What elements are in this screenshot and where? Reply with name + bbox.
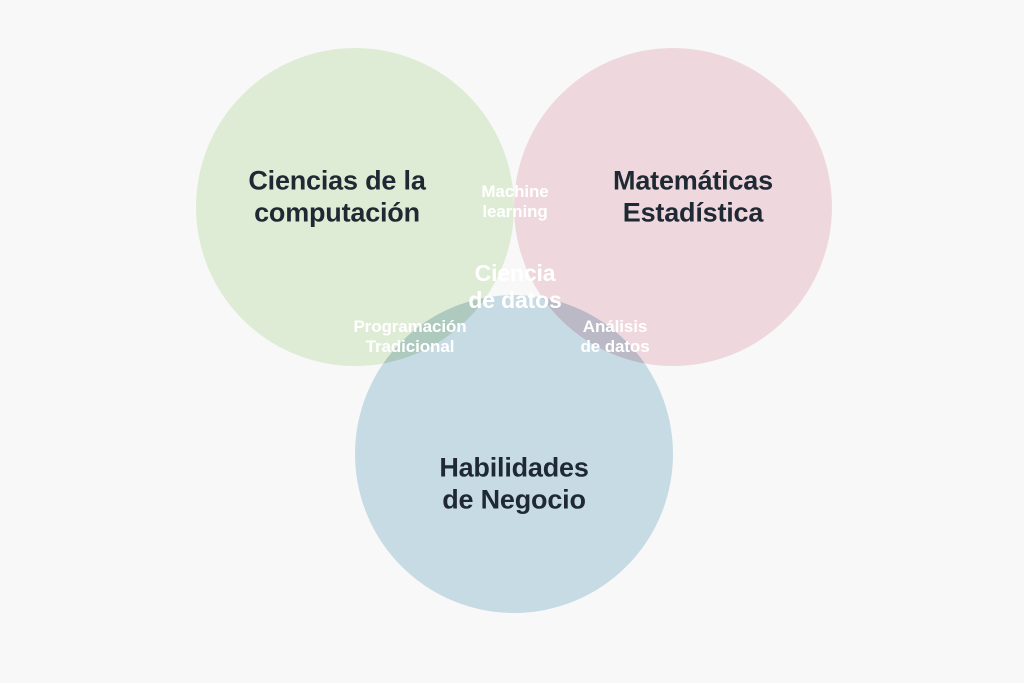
venn-label-traditional-programming: Programación Tradicional bbox=[353, 317, 467, 356]
venn-circle-business-skills bbox=[355, 295, 673, 613]
venn-label-mathematics-statistics: Matemáticas Estadística bbox=[613, 165, 773, 227]
venn-label-data-science: Ciencia de datos bbox=[468, 260, 562, 313]
venn-label-machine-learning: Machine learning bbox=[481, 182, 549, 221]
venn-label-business-skills: Habilidades de Negocio bbox=[439, 452, 589, 514]
venn-label-data-analysis: Análisis de datos bbox=[580, 317, 650, 356]
venn-label-computer-science: Ciencias de la computación bbox=[248, 165, 426, 227]
